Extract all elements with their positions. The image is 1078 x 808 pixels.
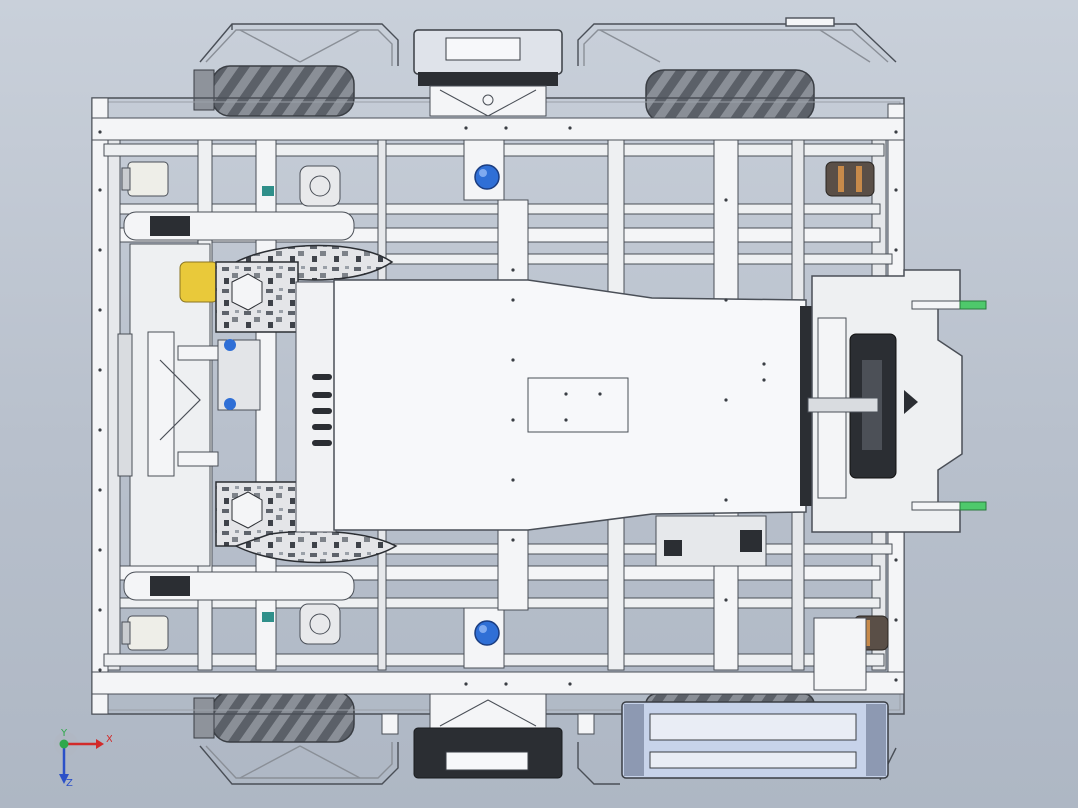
belt-bottom-left [123,571,355,601]
wheel-front-left [193,65,355,117]
top-center-sensor-module [413,29,563,117]
y-axis-dot [59,739,69,749]
belt-top-left [123,211,355,241]
motor-bottom-left [262,603,341,645]
wheel-guard-top-right [577,17,897,66]
bottom-center-sensor-module [381,693,595,779]
x-axis-label: X [106,734,112,745]
blue-knob-bottom [474,620,500,646]
z-axis-label: Z [66,778,73,788]
axis-triad: X Y Z [54,728,112,788]
roller-bottom-left [121,615,169,651]
wheel-guard-top-left [199,23,399,66]
intake-mechanism [117,243,261,567]
roller-top-left [121,161,169,197]
blue-knob-top [474,164,500,190]
wheel-rear-left [193,691,355,743]
bumper-bottom-right [621,701,889,779]
motor-bottom-right [655,515,867,691]
x-axis-arrow [96,739,104,749]
wheel-guard-bottom-left [199,742,399,785]
motor-top-left [262,165,341,207]
central-ramp-plate [333,279,812,531]
roller-top-right [825,161,875,197]
right-launcher-assembly [807,269,963,533]
green-rod-bottom [911,501,987,511]
lift-channel [295,281,337,533]
y-axis-label: Y [60,728,68,739]
claw-bottom [215,481,398,564]
z-axis-arrow [59,774,69,784]
green-rod-top [911,300,987,310]
wheel-front-right [645,69,815,123]
bolt-holes [98,126,898,686]
